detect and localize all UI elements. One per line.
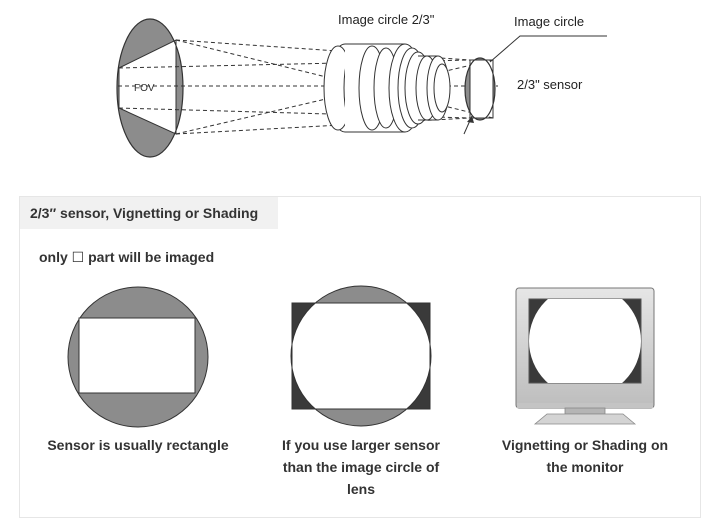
sensor-arrow — [463, 115, 474, 135]
caption-larger-sensor: If you use larger sensor than the image … — [282, 437, 440, 497]
image-circle-sensor — [464, 57, 496, 121]
lens-projection-diagram: FOV Image circle 2/3" Image circle 2/3" … — [0, 0, 712, 180]
lens-icon — [323, 43, 451, 133]
imaged-part-note: only ☐ part will be imaged — [39, 249, 215, 265]
larger-sensor-figure — [290, 285, 432, 427]
caption-sensor-rectangle: Sensor is usually rectangle — [47, 437, 229, 453]
monitor-vignetting-figure — [515, 287, 655, 425]
fov-label: FOV — [134, 83, 155, 94]
sensor-in-circle-figure — [67, 286, 209, 428]
image-circle-23-label: Image circle 2/3" — [338, 12, 435, 27]
image-circle-leader — [489, 35, 607, 63]
vignetting-panel: 2/3″ sensor, Vignetting or Shading only … — [19, 196, 701, 518]
panel-header: 2/3″ sensor, Vignetting or Shading — [20, 197, 278, 229]
sensor-label: 2/3" sensor — [517, 77, 583, 92]
caption-monitor-vignetting: Vignetting or Shading on the monitor — [501, 437, 669, 475]
image-circle-label: Image circle — [514, 14, 585, 29]
